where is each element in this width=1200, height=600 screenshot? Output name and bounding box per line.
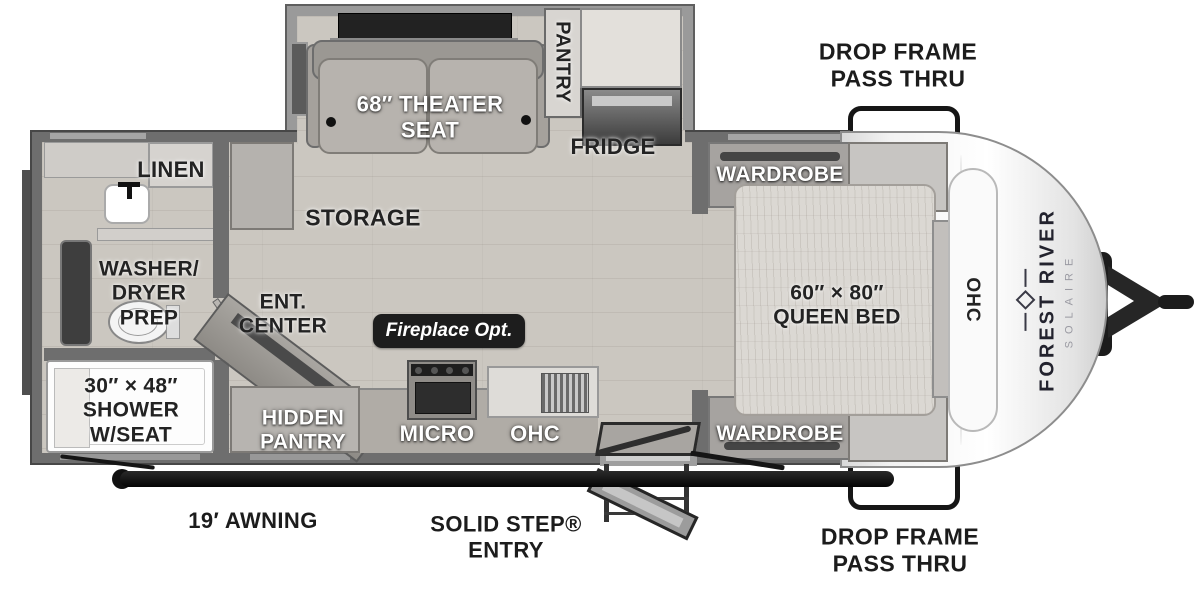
- cap-trim-bottom: [983, 408, 1106, 466]
- label-ent-center: ENT. CENTER: [238, 290, 328, 338]
- linen-closet: [148, 142, 214, 188]
- sofa-cupholder-right: [521, 115, 531, 125]
- brand-block: FOREST RIVER SOLAIRE: [1015, 208, 1200, 392]
- bath-wall-horizontal: [44, 348, 215, 361]
- range-stove: [407, 360, 477, 420]
- bath-wall-lower: [213, 360, 229, 453]
- label-washer-dryer: WASHER/ DRYER PREP: [98, 257, 200, 330]
- annotation-drop-frame-top: DROP FRAME PASS THRU: [818, 38, 978, 91]
- annotation-drop-frame-bottom: DROP FRAME PASS THRU: [820, 523, 980, 576]
- toilet: [108, 300, 170, 344]
- label-wardrobe-bottom: WARDROBE: [716, 421, 844, 445]
- label-pantry: PANTRY: [551, 21, 574, 103]
- bedroom-wall-top: [692, 142, 708, 214]
- cap-trim-top: [983, 133, 1106, 191]
- slideout-counter: [580, 8, 682, 88]
- label-theater-seat: 68″ THEATER SEAT: [356, 91, 504, 142]
- label-wardrobe-top: WARDROBE: [716, 162, 844, 186]
- fridge-unit: [582, 88, 682, 146]
- faucet-stem-icon: [127, 186, 132, 199]
- wall-window-strip-top-right: [728, 134, 840, 140]
- faucet-icon: [118, 182, 140, 187]
- hitch-a-frame-cutout: [1108, 285, 1134, 317]
- fireplace-option-badge: Fireplace Opt.: [373, 314, 525, 348]
- label-hidden-pantry: HIDDEN PANTRY: [260, 406, 346, 454]
- annotation-awning: 19′ AWNING: [188, 508, 318, 534]
- brand-model: SOLAIRE: [1063, 251, 1076, 349]
- sofa-cushion-right: [428, 58, 538, 154]
- wall-window-strip-top-left: [50, 133, 146, 139]
- forest-river-logo-icon: [1015, 269, 1036, 332]
- sofa-cupholder-left: [326, 117, 336, 127]
- awning-bar: [120, 471, 894, 487]
- label-micro: MICRO: [399, 421, 475, 447]
- shower-seat: [54, 368, 90, 448]
- hitch-coupler-stub: [1158, 295, 1194, 309]
- bath-counter: [44, 142, 150, 178]
- label-ohc-bedroom: OHC: [962, 277, 984, 323]
- hidden-pantry-cabinet: [230, 386, 360, 453]
- tv-slideout: [338, 13, 512, 40]
- annotation-solid-step-entry: SOLID STEP® ENTRY: [430, 511, 582, 562]
- ohc-bedroom-cabinet: [948, 168, 998, 432]
- storage-cabinet: [230, 142, 294, 230]
- label-linen: LINEN: [137, 157, 205, 183]
- kitchen-sink-counter: [487, 366, 599, 418]
- sofa-cushion-left: [318, 58, 428, 154]
- washer-dryer-cabinet: [60, 240, 92, 346]
- sink-rack: [541, 373, 589, 413]
- label-ohc-kitchen: OHC: [510, 421, 560, 447]
- label-storage: STORAGE: [305, 204, 421, 231]
- label-fridge: FRIDGE: [570, 134, 656, 160]
- wall-window-strip-bottom-left: [60, 454, 200, 460]
- label-shower: 30″ × 48″ SHOWER W/SEAT: [82, 374, 180, 447]
- toilet-tank: [166, 305, 180, 339]
- shower-stall: [46, 360, 214, 453]
- kitchen-counter: [360, 388, 598, 453]
- bath-shelf: [97, 228, 215, 241]
- entry-threshold: [606, 455, 690, 461]
- step-post-right: [684, 464, 689, 516]
- bath-wall-upper: [213, 142, 229, 298]
- brand-make: FOREST RIVER: [1036, 208, 1059, 392]
- label-queen-bed: 60″ × 80″ QUEEN BED: [773, 281, 901, 329]
- wall-window-strip-bottom-mid: [250, 454, 350, 460]
